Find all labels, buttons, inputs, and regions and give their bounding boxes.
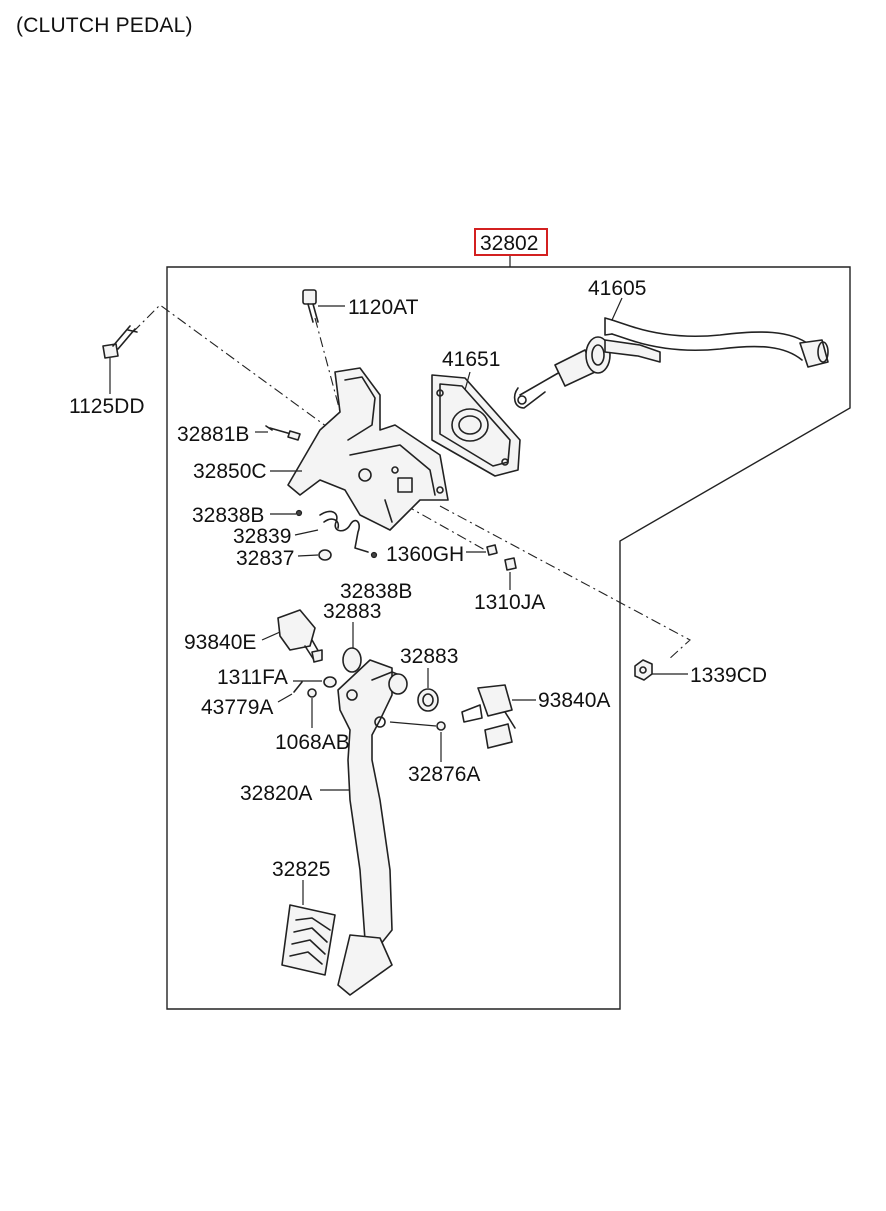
part-label-1120AT[interactable]: 1120AT — [348, 296, 419, 319]
part-label-1339CD[interactable]: 1339CD — [690, 664, 767, 687]
switch-93840A — [461, 684, 536, 749]
part-label-1125DD[interactable]: 1125DD — [69, 395, 145, 418]
part-label-41651[interactable]: 41651 — [442, 348, 500, 371]
part-label-43779A[interactable]: 43779A — [201, 696, 273, 719]
fastener-32838B-bottom — [370, 551, 378, 559]
centerline-bolt-1125DD — [132, 304, 346, 441]
bolt-1120AT — [302, 289, 345, 323]
part-label-32820A[interactable]: 32820A — [240, 782, 312, 805]
part-label-32825[interactable]: 32825 — [272, 858, 330, 881]
nut-1360GH — [466, 544, 498, 556]
nut-1339CD — [634, 659, 688, 681]
bolt-1125DD — [102, 325, 138, 394]
bushing-32883-top — [342, 622, 362, 673]
nut-1310JA — [504, 557, 517, 590]
washer-1311FA — [293, 676, 337, 688]
washer-32876A — [389, 721, 446, 762]
part-label-41605[interactable]: 41605 — [588, 277, 646, 300]
assembly-number-box[interactable] — [474, 228, 548, 256]
washer-1068AB — [307, 688, 317, 728]
diagram-title: (CLUTCH PEDAL) — [16, 14, 193, 37]
gasket-41651 — [431, 371, 521, 477]
centerline-1360GH — [404, 504, 486, 551]
part-label-1311FA[interactable]: 1311FA — [217, 666, 288, 689]
fastener-32838B-top — [270, 509, 303, 517]
switch-93840E — [261, 609, 323, 663]
centerline-1339CD — [439, 505, 691, 661]
pedal-pad-32825 — [281, 880, 393, 996]
bracket-32850C — [270, 367, 449, 531]
part-label-32850C[interactable]: 32850C — [193, 460, 267, 483]
part-label-1310JA[interactable]: 1310JA — [474, 591, 545, 614]
part-label-32883-top[interactable]: 32883 — [323, 600, 381, 623]
spring-32839 — [294, 510, 369, 553]
part-label-32837[interactable]: 32837 — [236, 547, 294, 570]
bushing-32837 — [297, 549, 332, 561]
part-label-1068AB[interactable]: 1068AB — [275, 731, 350, 754]
part-label-32883-right[interactable]: 32883 — [400, 645, 458, 668]
master-cylinder-41605 — [513, 297, 829, 409]
part-label-1360GH[interactable]: 1360GH — [386, 543, 464, 566]
part-label-32876A[interactable]: 32876A — [408, 763, 480, 786]
assembly-frame — [166, 266, 851, 1010]
bushing-32883-right — [417, 668, 439, 712]
part-label-32838B-bottom[interactable]: 32838B — [340, 580, 412, 603]
pin-43779A — [277, 681, 303, 703]
pedal-arm-32820A — [320, 659, 408, 946]
part-label-93840A[interactable]: 93840A — [538, 689, 610, 712]
part-label-93840E[interactable]: 93840E — [184, 631, 256, 654]
part-label-32881B[interactable]: 32881B — [177, 423, 249, 446]
part-label-32838B-top[interactable]: 32838B — [192, 504, 264, 527]
assembly-number[interactable]: 32802 — [480, 232, 538, 255]
pin-32881B — [255, 425, 301, 441]
part-label-32839[interactable]: 32839 — [233, 525, 291, 548]
